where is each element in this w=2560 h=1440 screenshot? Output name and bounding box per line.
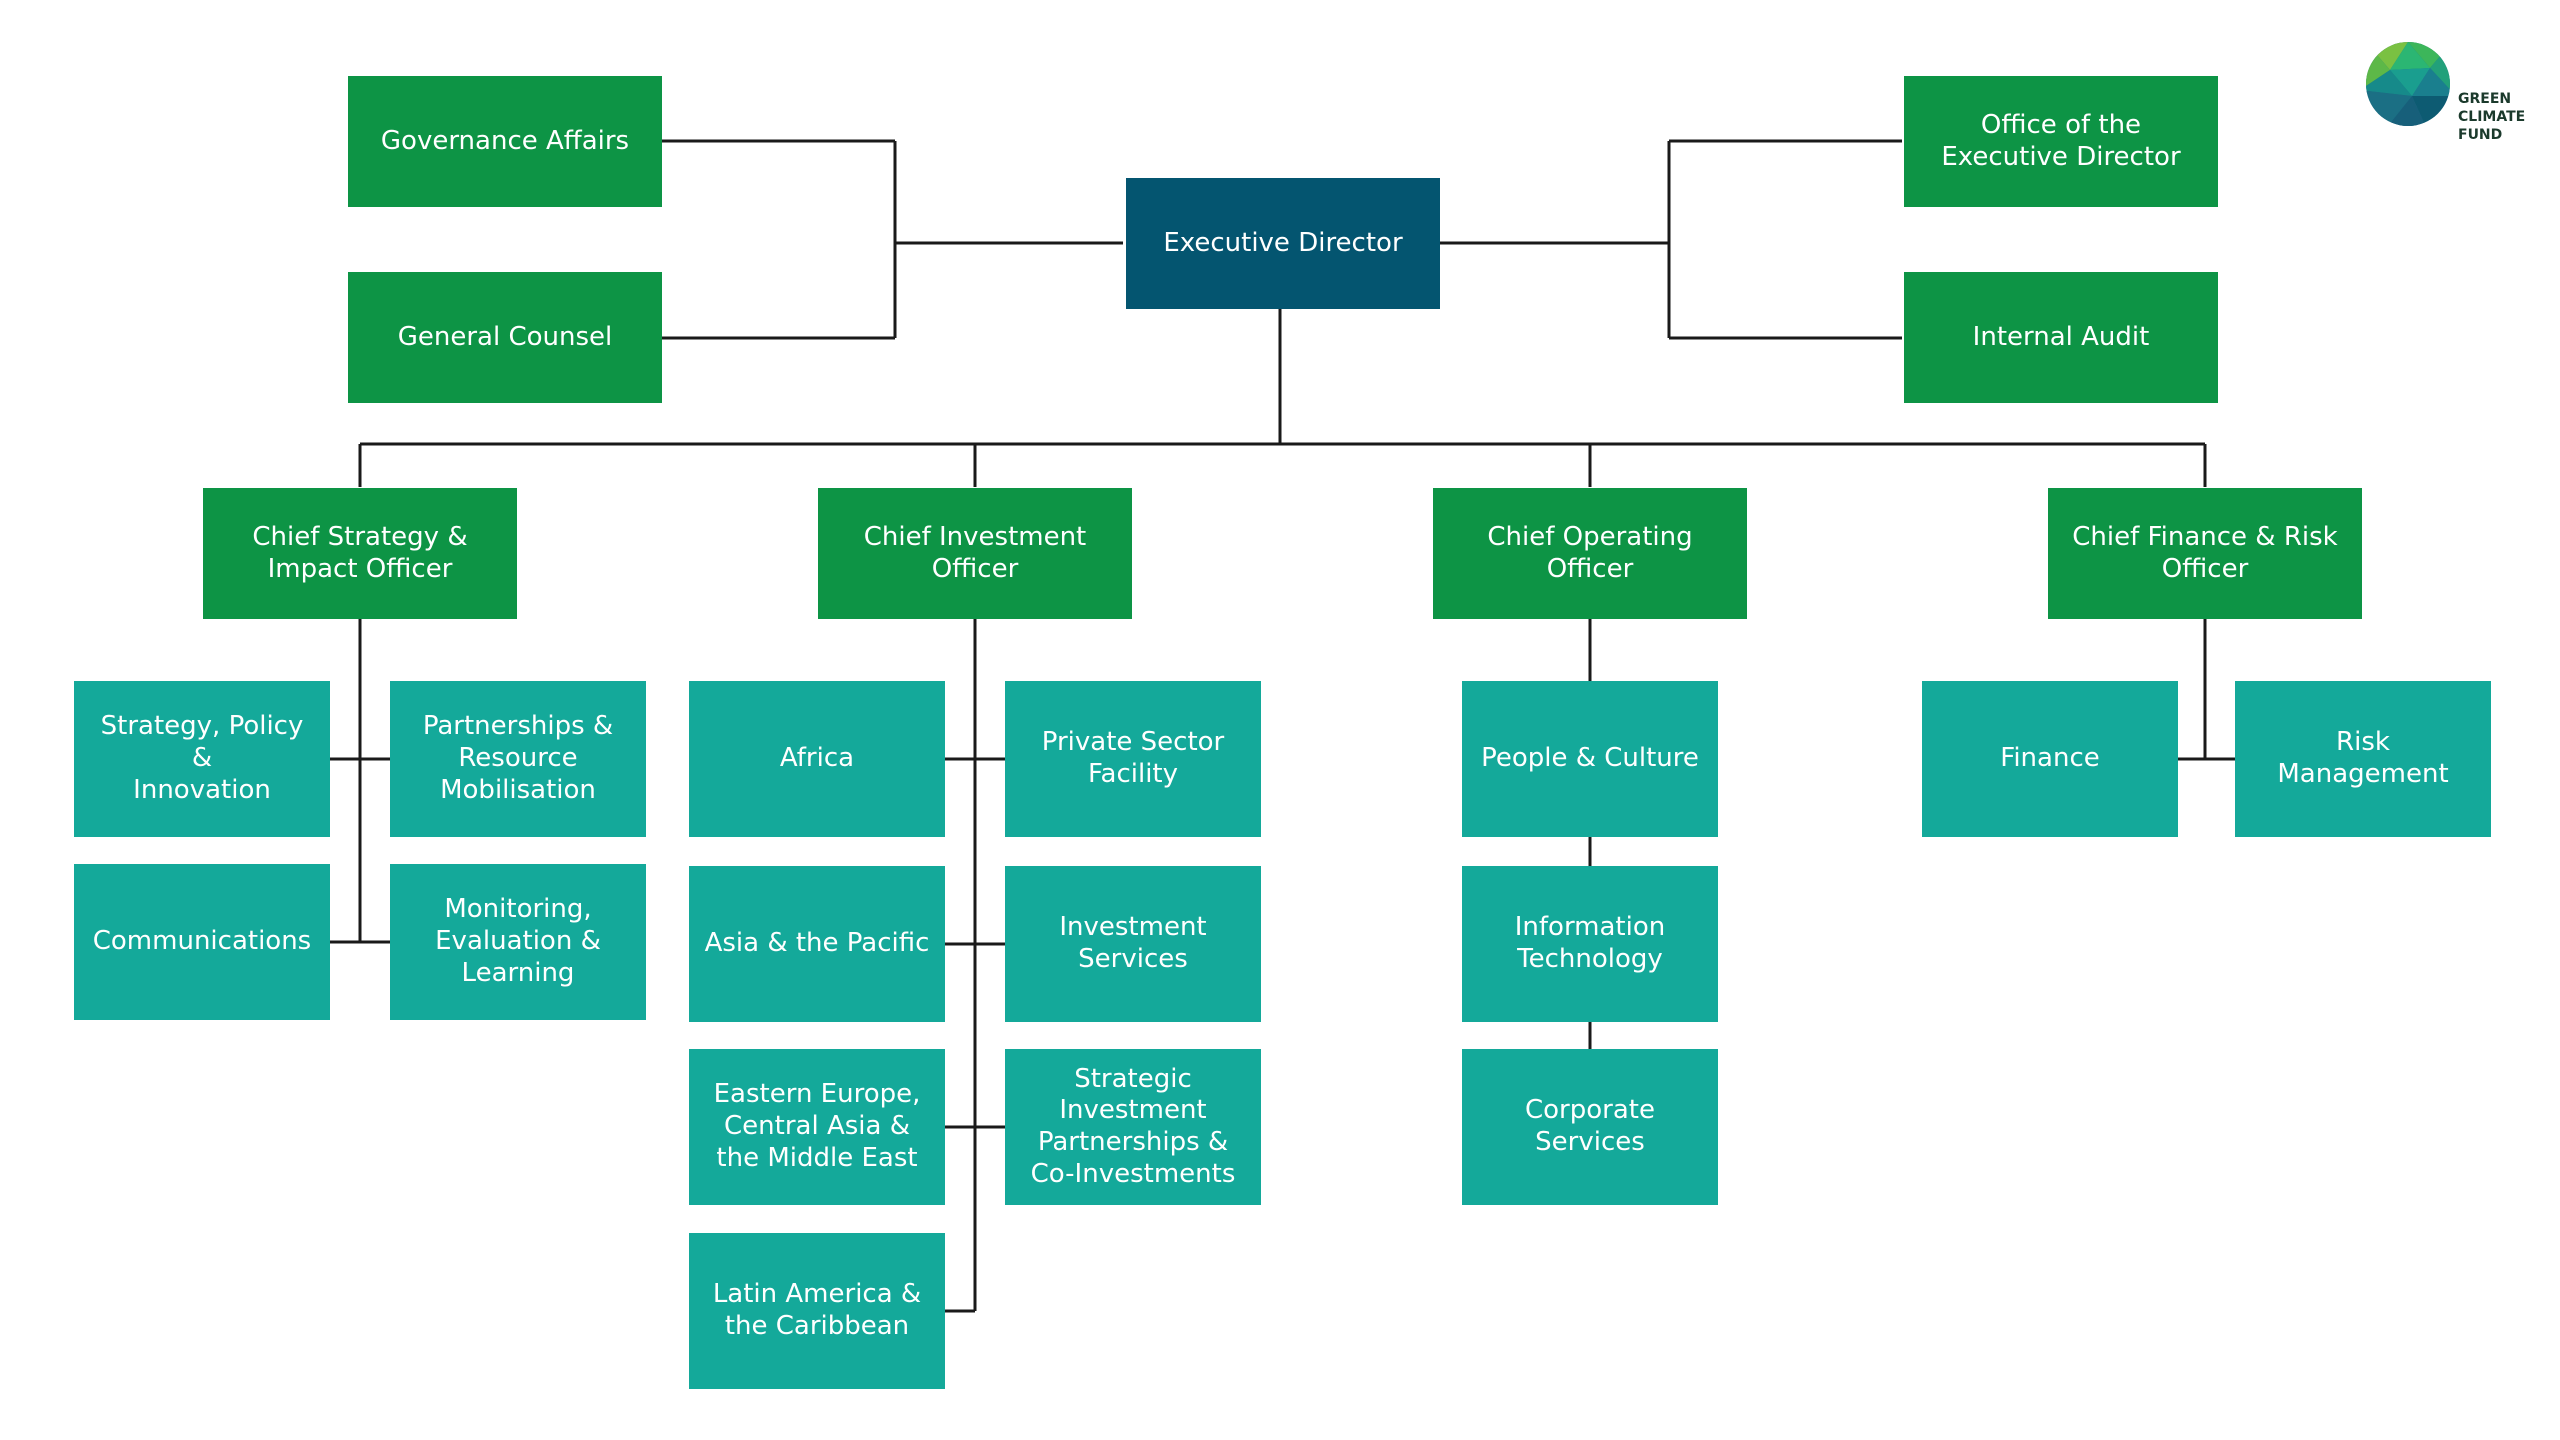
- chief-operating-box: Chief Operating Officer: [1433, 488, 1747, 619]
- chief-strategy-label: Chief Strategy & Impact Officer: [252, 521, 468, 584]
- africa-label: Africa: [779, 743, 855, 774]
- private-sector-facility-box: Private Sector Facility: [1005, 681, 1261, 837]
- general-counsel-label: General Counsel: [397, 321, 613, 352]
- information-technology-box: Information Technology: [1462, 866, 1718, 1022]
- latin-america-caribbean-label: Latin America & the Caribbean: [712, 1279, 922, 1341]
- private-sector-facility-label: Private Sector Facility: [1041, 727, 1225, 789]
- logo-text: GREEN CLIMATE FUND: [2458, 91, 2526, 143]
- globe-icon: [2366, 42, 2450, 126]
- executive-director-label: Executive Director: [1163, 227, 1403, 258]
- governance-affairs-label: Governance Affairs: [380, 125, 630, 156]
- asia-pacific-label: Asia & the Pacific: [704, 928, 930, 959]
- strategy-policy-innovation-label: Strategy, Policy & Innovation: [100, 711, 304, 805]
- chief-finance-box: Chief Finance & Risk Officer: [2048, 488, 2362, 619]
- corporate-services-box: Corporate Services: [1462, 1049, 1718, 1205]
- strategic-investment-partnerships-box: Strategic Investment Partnerships & Co-I…: [1005, 1049, 1261, 1205]
- communications-label: Communications: [92, 926, 312, 957]
- asia-pacific-box: Asia & the Pacific: [689, 866, 945, 1022]
- people-culture-label: People & Culture: [1481, 743, 1699, 774]
- partnerships-resource-mobilisation-label: Partnerships & Resource Mobilisation: [422, 711, 614, 805]
- finance-box: Finance: [1922, 681, 2178, 837]
- general-counsel-box: General Counsel: [348, 272, 662, 403]
- corporate-services-label: Corporate Services: [1525, 1095, 1655, 1157]
- eastern-europe-central-asia-middle-east-box: Eastern Europe, Central Asia & the Middl…: [689, 1049, 945, 1205]
- communications-box: Communications: [74, 864, 330, 1020]
- risk-management-box: Risk Management: [2235, 681, 2491, 837]
- governance-affairs-box: Governance Affairs: [348, 76, 662, 207]
- strategic-investment-partnerships-label: Strategic Investment Partnerships & Co-I…: [1030, 1063, 1236, 1189]
- monitoring-evaluation-learning-label: Monitoring, Evaluation & Learning: [435, 894, 601, 988]
- monitoring-evaluation-learning-box: Monitoring, Evaluation & Learning: [390, 864, 646, 1020]
- strategy-policy-innovation-box: Strategy, Policy & Innovation: [74, 681, 330, 837]
- chief-investment-label: Chief Investment Officer: [863, 521, 1087, 584]
- finance-label: Finance: [2000, 743, 2100, 774]
- risk-management-label: Risk Management: [2277, 727, 2449, 789]
- eastern-europe-central-asia-middle-east-label: Eastern Europe, Central Asia & the Middl…: [713, 1079, 921, 1173]
- information-technology-label: Information Technology: [1514, 912, 1666, 974]
- partnerships-resource-mobilisation-box: Partnerships & Resource Mobilisation: [390, 681, 646, 837]
- investment-services-box: Investment Services: [1005, 866, 1261, 1022]
- africa-box: Africa: [689, 681, 945, 837]
- office-of-executive-director-label: Office of the Executive Director: [1941, 109, 2181, 172]
- chief-strategy-box: Chief Strategy & Impact Officer: [203, 488, 517, 619]
- executive-director-box: Executive Director: [1126, 178, 1440, 309]
- chief-finance-label: Chief Finance & Risk Officer: [2072, 521, 2338, 584]
- internal-audit-label: Internal Audit: [1972, 321, 2150, 352]
- office-of-executive-director-box: Office of the Executive Director: [1904, 76, 2218, 207]
- people-culture-box: People & Culture: [1462, 681, 1718, 837]
- chief-operating-label: Chief Operating Officer: [1487, 521, 1693, 584]
- internal-audit-box: Internal Audit: [1904, 272, 2218, 403]
- green-climate-fund-logo: GREEN CLIMATE FUND: [2360, 40, 2550, 150]
- chief-investment-box: Chief Investment Officer: [818, 488, 1132, 619]
- latin-america-caribbean-box: Latin America & the Caribbean: [689, 1233, 945, 1389]
- investment-services-label: Investment Services: [1059, 912, 1207, 974]
